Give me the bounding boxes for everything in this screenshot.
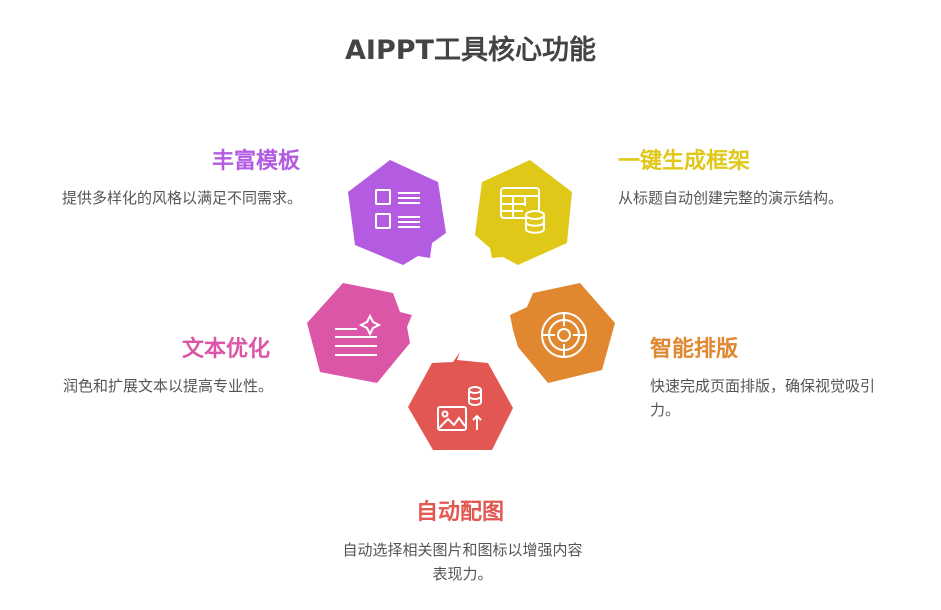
hexagon-yellow [475,160,572,265]
template-list-icon [375,189,420,229]
image-database-icon [437,386,482,431]
hexagon-red [408,352,513,450]
hexagon-pink [307,283,412,383]
feature-title-images: 自动配图 [415,500,504,525]
page-title: AIPPT工具核心功能 [345,35,596,66]
hexagon-orange [510,283,615,383]
feature-desc-layout: 快速完成页面排版，确保视觉吸引力。 [650,377,876,419]
feature-title-text: 文本优化 [181,337,270,362]
hexagon-purple [348,160,446,265]
feature-desc-images: 自动选择相关图片和图标以增强内容表现力。 [342,541,583,583]
text-sparkle-icon [335,313,382,356]
feature-desc-framework: 从标题自动创建完整的演示结构。 [618,189,844,207]
feature-title-layout: 智能排版 [650,337,739,362]
table-database-icon [500,187,545,234]
feature-desc-templates: 提供多样化的风格以满足不同需求。 [62,189,303,207]
feature-title-templates: 丰富模板 [211,149,300,174]
feature-desc-text: 润色和扩展文本以提高专业性。 [62,377,273,395]
feature-title-framework: 一键生成框架 [618,149,751,174]
layout-wheel-icon [541,312,587,358]
